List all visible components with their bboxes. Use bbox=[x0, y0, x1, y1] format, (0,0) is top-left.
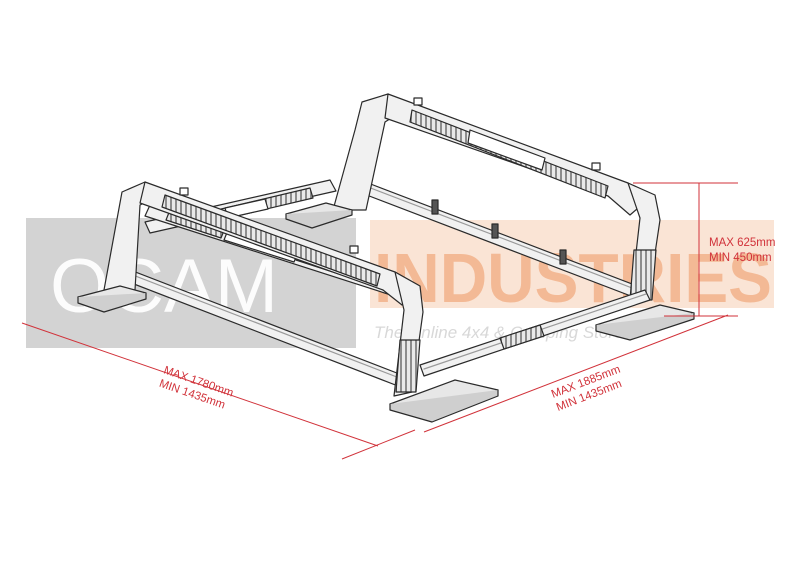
width-dimension-line bbox=[21, 322, 379, 447]
watermark-brand-right: INDUSTRIES bbox=[374, 239, 772, 317]
height-dimension-label: MAX 625mm MIN 450mm bbox=[709, 237, 775, 264]
rear-hoop bbox=[332, 93, 661, 307]
front-long-rail bbox=[120, 267, 651, 387]
front-hoop bbox=[103, 181, 424, 397]
length-dimension-line bbox=[423, 314, 729, 433]
dimension-lines bbox=[21, 182, 738, 460]
width-dimension-label: MAX 1780mm MIN 1435mm bbox=[157, 364, 234, 411]
length-dimension-label: MAX 1885mm MIN 1435mm bbox=[550, 363, 624, 413]
height-max-label: MAX 625mm bbox=[709, 237, 775, 249]
width-ext bbox=[341, 429, 416, 460]
foot-plates bbox=[77, 202, 695, 423]
height-min-label: MIN 450mm bbox=[709, 252, 772, 264]
roof-rack-frame bbox=[77, 93, 695, 423]
